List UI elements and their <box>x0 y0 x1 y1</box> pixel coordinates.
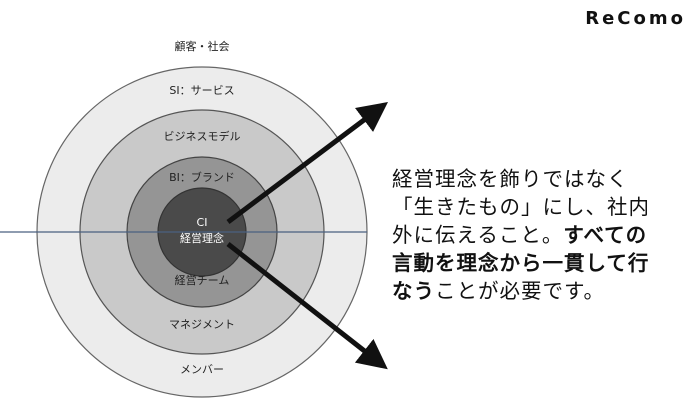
label-management: マネジメント <box>169 318 235 331</box>
recomo-logo: ReComo <box>585 8 686 29</box>
arrow-upper-right <box>226 102 388 224</box>
label-management-philosophy: 経営理念 <box>180 231 224 245</box>
label-customers-society: 顧客・社会 <box>175 39 230 53</box>
label-business-model: ビジネスモデル <box>164 129 241 143</box>
arrow-lower-right <box>226 242 388 370</box>
message-part-2: ことが必要です。 <box>435 279 605 303</box>
label-members: メンバー <box>180 363 224 376</box>
message-part-1: 経営理念を飾りではなく「生きたもの」にし、社内外に伝えること。 <box>392 167 650 247</box>
label-bi-brand: BI：ブランド <box>169 170 235 184</box>
message-emphasis: すべての言動を理念から一貫して行なう <box>392 223 650 303</box>
label-ci: CI <box>197 216 208 229</box>
philosophy-message: 経営理念を飾りではなく「生きたもの」にし、社内外に伝えること。すべての言動を理念… <box>392 165 662 305</box>
label-si-service: SI：サービス <box>169 84 234 97</box>
label-management-team: 経営チーム <box>175 273 230 287</box>
